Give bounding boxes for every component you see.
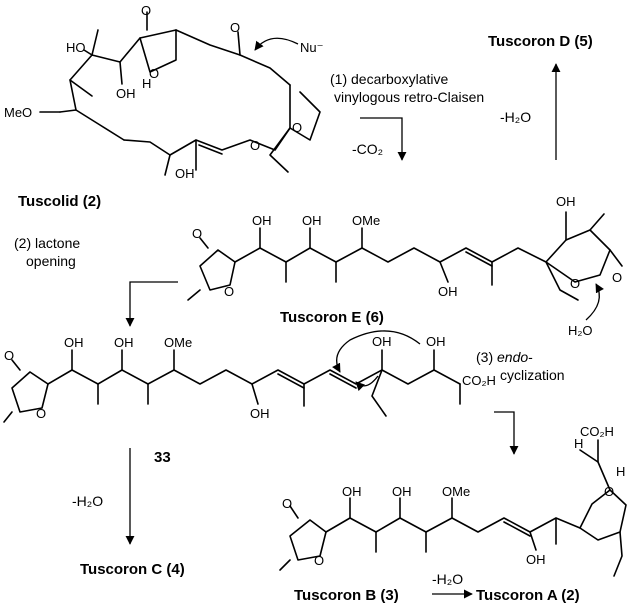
step1-line1: (1) decarboxylative (330, 71, 448, 87)
atom-oh: OH (426, 334, 446, 349)
atom-co2h: CO₂H (580, 424, 614, 439)
step1-loss: -CO₂ (352, 141, 383, 157)
step3-line2: cyclization (500, 367, 565, 383)
step1-arrow (360, 117, 407, 161)
atom-oh: OH (64, 335, 84, 350)
electron-arrow-small (355, 375, 379, 392)
atom-oh: OH (114, 335, 134, 350)
atom-ome: OMe (352, 213, 380, 228)
atom-oh: OH (526, 552, 546, 567)
intermediate-33-structure: O O OH OH OMe OH OH OH CO₂H (3, 334, 496, 423)
atom-co2h: CO₂H (462, 373, 496, 388)
tuscolid-label: Tuscolid (2) (18, 193, 101, 210)
atom-o: O (192, 226, 202, 241)
atom-oh: OH (342, 484, 362, 499)
step2-line2: opening (26, 253, 76, 269)
atom-ome: OMe (164, 335, 192, 350)
tuscoron-e-label: Tuscoron E (6) (280, 309, 384, 326)
atom-oh: OH (438, 284, 458, 299)
tuscoron-b-label: Tuscoron B (3) (294, 587, 399, 604)
atom-o: O (250, 138, 260, 153)
tuscoron-e-structure: O O OH OH OMe OH OH O O (187, 194, 623, 301)
atom-h: H (574, 436, 583, 451)
tuscoron-b-structure: O O OH OH OMe OH O H CO₂H H (279, 424, 627, 577)
atom-o: O (4, 348, 14, 363)
electron-arrow (332, 330, 421, 373)
atom-meo: MeO (4, 105, 32, 120)
atom-h: H (142, 76, 151, 91)
nucleophile-label: Nu⁻ (300, 40, 323, 55)
step-ba-loss: -H₂O (432, 571, 463, 587)
atom-oh: OH (116, 86, 136, 101)
atom-o: O (292, 120, 302, 135)
atom-oh: OH (556, 194, 576, 209)
atom-o: O (230, 20, 240, 35)
water-label: H₂O (568, 323, 593, 338)
atom-o: O (612, 270, 622, 285)
water-arrow (585, 283, 604, 321)
intermediate-33-label: 33 (154, 449, 171, 466)
atom-oh: OH (175, 166, 195, 181)
atom-o: O (570, 276, 580, 291)
atom-oh: OH (372, 334, 392, 349)
step3-line1: (3) endo- (476, 349, 533, 365)
tuscoron-d-label: Tuscoron D (5) (488, 33, 593, 50)
atom-o: O (604, 484, 614, 499)
atom-oh: OH (302, 213, 322, 228)
atom-ome: OMe (442, 484, 470, 499)
atom-o: O (149, 66, 159, 81)
atom-o: O (224, 284, 234, 299)
step-d-loss: -H₂O (500, 109, 531, 125)
atom-h: H (616, 464, 625, 479)
tuscolid-structure: O O H O HO OH MeO OH O O (4, 3, 321, 181)
atom-o: O (282, 496, 292, 511)
atom-o: O (141, 3, 151, 18)
step-c-loss: -H₂O (72, 493, 103, 509)
atom-oh: OH (392, 484, 412, 499)
step1-line2: vinylogous retro-Claisen (334, 89, 484, 105)
step2-line1: (2) lactone (14, 235, 80, 251)
nucleophile-arrow (254, 37, 299, 51)
atom-oh: OH (250, 406, 270, 421)
step2-arrow (125, 281, 178, 327)
atom-ho: HO (66, 40, 86, 55)
step3-arrow (494, 411, 519, 455)
atom-oh: OH (252, 213, 272, 228)
atom-o: O (314, 553, 324, 568)
tuscoron-a-label: Tuscoron A (2) (476, 587, 580, 604)
tuscoron-c-label: Tuscoron C (4) (80, 561, 185, 578)
atom-o: O (36, 406, 46, 421)
